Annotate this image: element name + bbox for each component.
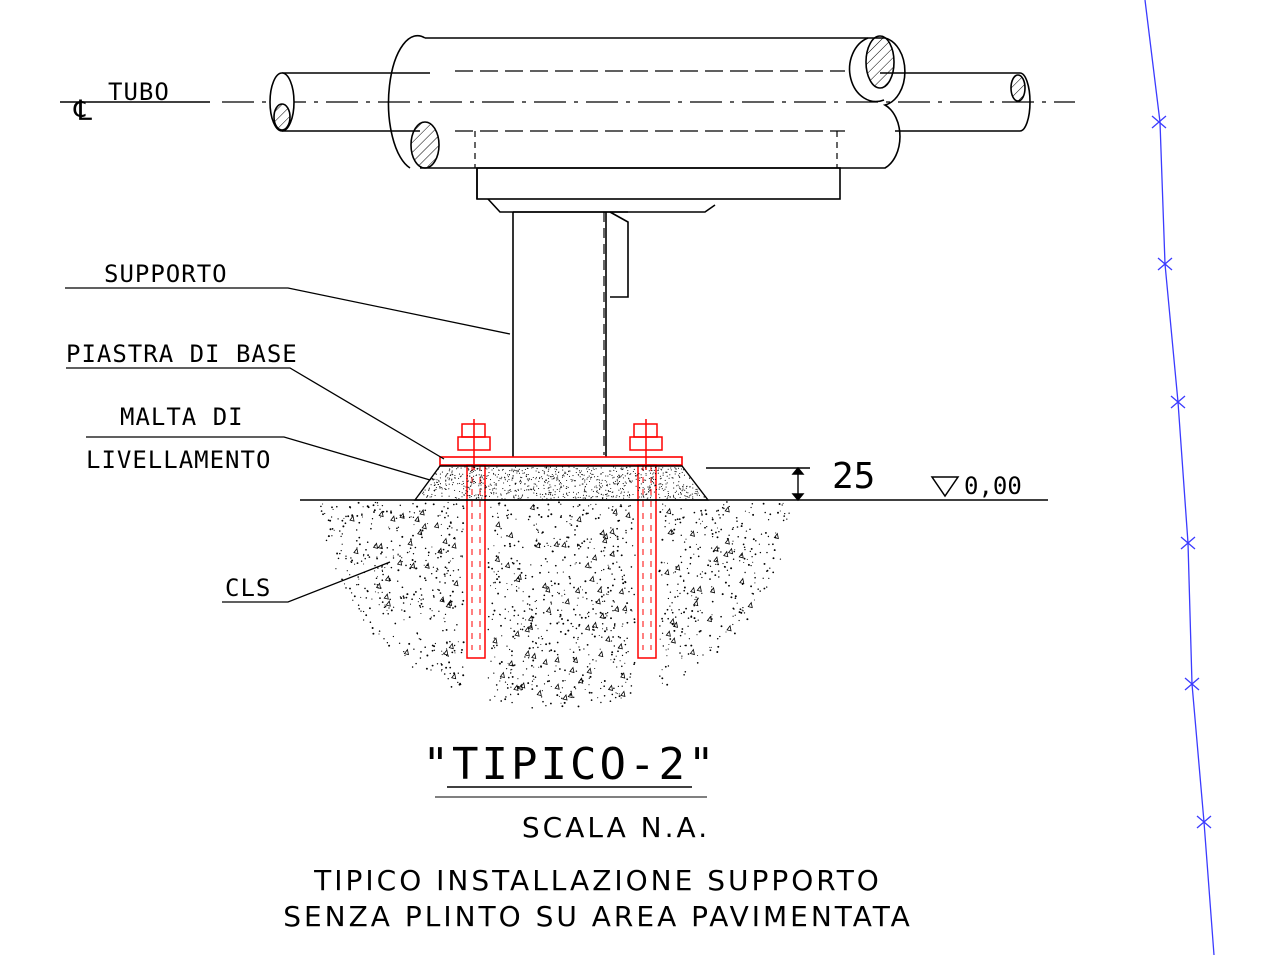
description-line1: TIPICO INSTALLAZIONE SUPPORTO	[313, 864, 882, 897]
anchor-bolt-right	[629, 419, 663, 659]
dimension-value: 25	[832, 456, 875, 497]
boundary-markers	[1151, 115, 1212, 829]
centerline-symbol-icon: ℄	[73, 94, 92, 127]
support-label: SUPPORTO	[104, 260, 228, 288]
elevation-triangle-icon	[930, 476, 960, 498]
grout-label-line2: LIVELLAMENTO	[86, 446, 271, 474]
grout-label-line1: MALTA DI	[120, 403, 244, 431]
title-block: "TIPICO-2" SCALA N.A. TIPICO INSTALLAZIO…	[283, 739, 913, 933]
tubo-label-group: ℄ TUBO	[73, 78, 170, 127]
pipe	[60, 34, 1075, 169]
grout-layer	[413, 465, 710, 501]
detail-title: "TIPICO-2"	[423, 739, 718, 790]
grout-thickness-dimension	[706, 466, 810, 502]
concrete-label: CLS	[225, 574, 271, 602]
concrete-block	[320, 501, 790, 709]
base-plate-label: PIASTRA DI BASE	[66, 340, 298, 368]
support-callout: SUPPORTO	[65, 260, 511, 335]
pipe-label: TUBO	[108, 78, 170, 106]
boundary-line	[1144, 0, 1215, 955]
base-plate-callout: PIASTRA DI BASE	[66, 340, 445, 460]
support-structure	[476, 167, 841, 458]
concrete-callout: CLS	[222, 561, 391, 603]
grout-callout: MALTA DI LIVELLAMENTO	[86, 403, 431, 481]
scale-label: SCALA N.A.	[522, 811, 710, 844]
anchor-bolt-left	[457, 419, 491, 659]
base-plate	[439, 456, 683, 466]
description-line2: SENZA PLINTO SU AREA PAVIMENTATA	[283, 900, 913, 933]
elevation-value: 0,00	[964, 472, 1022, 500]
